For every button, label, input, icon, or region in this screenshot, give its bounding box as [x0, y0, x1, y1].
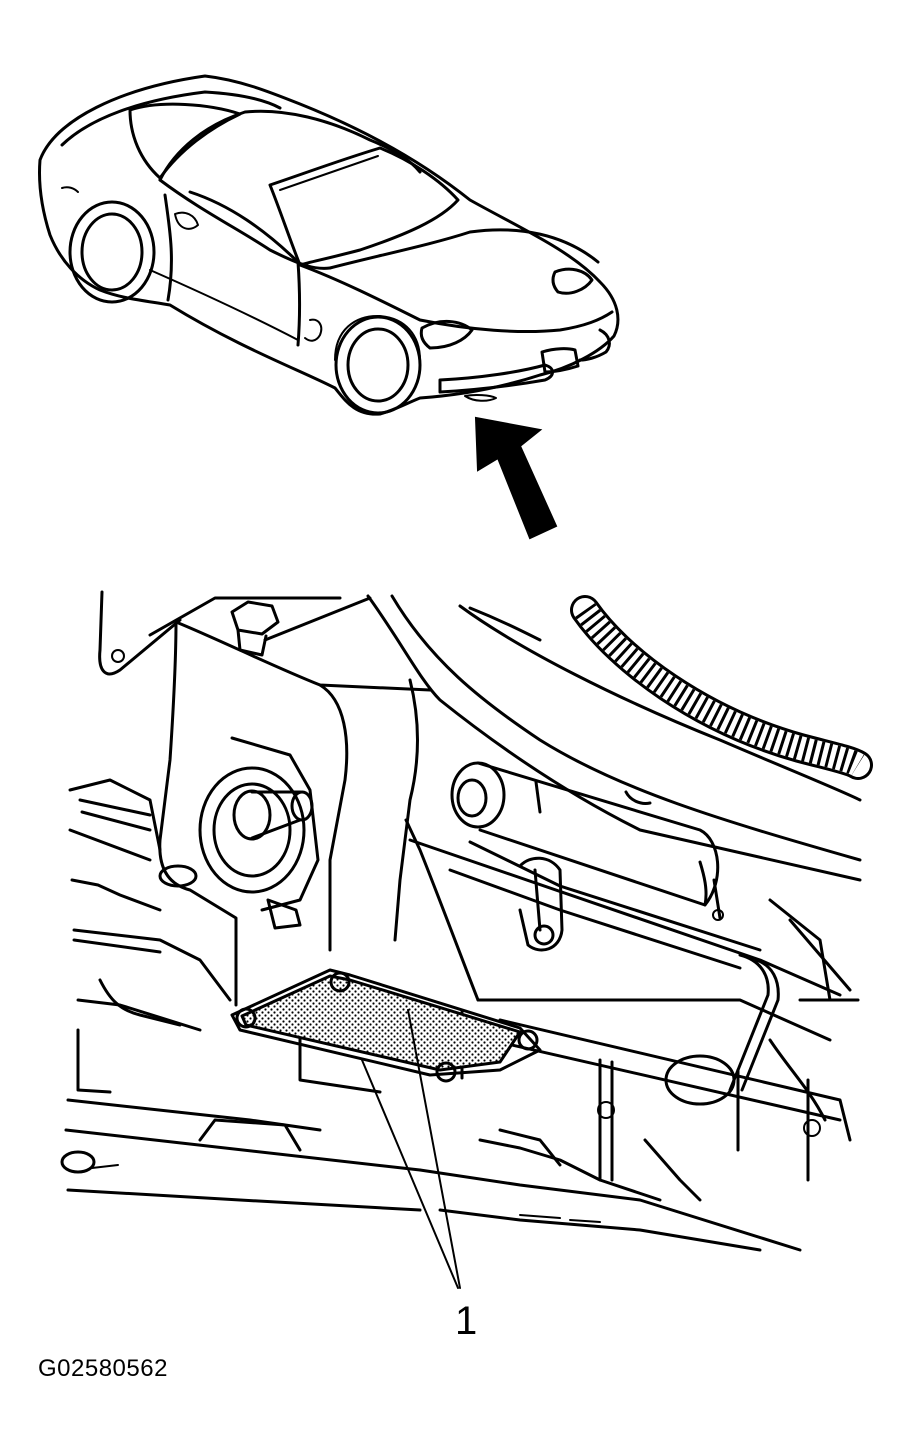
vehicle-illustration: [38, 74, 620, 416]
canister: [450, 761, 724, 921]
wiring-harness-conduit: [570, 595, 873, 780]
callout-label-1: 1: [455, 1299, 477, 1343]
underbody-detail-view: [60, 590, 873, 1252]
bolt-head: [230, 600, 280, 657]
callout-leader-lines: [361, 1009, 461, 1289]
arrow-up-left-icon: [474, 416, 558, 540]
shaded-shield-panel: [235, 971, 539, 1083]
figure-id: G02580562: [38, 1355, 168, 1382]
strap-clamp: [448, 840, 762, 970]
stud-bushing: [198, 736, 320, 930]
